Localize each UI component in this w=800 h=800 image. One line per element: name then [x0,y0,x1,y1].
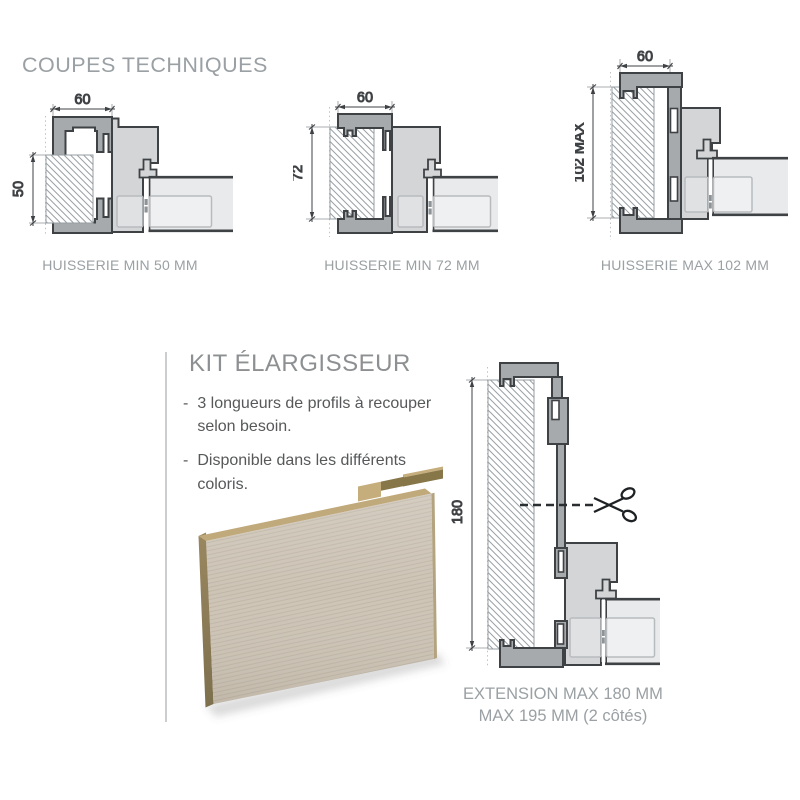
panel-left-edge [198,532,214,708]
dimension-72: 72 [293,124,330,222]
frame-profile-top [619,72,683,99]
cross-section-extension: 180 [450,362,660,668]
svg-text:60: 60 [637,49,653,65]
list-item: - Disponible dans les différents coloris… [183,452,407,493]
frame-body [391,126,442,233]
frame-profile-top [499,362,559,387]
wall-hatch [329,126,375,220]
svg-text:180: 180 [450,500,466,524]
svg-text:72: 72 [293,165,306,181]
dimension-102max: 102 MAX [575,84,612,221]
frame-body [111,117,159,233]
caption-huisserie-102: HUISSERIE MAX 102 MM [600,257,770,273]
section-divider [165,352,167,722]
frame-profile-bottom [499,639,564,668]
panel-right-edge [431,492,437,659]
frame-profile-bottom [337,196,393,234]
wall-hatch [45,154,94,224]
frame-body [680,107,721,220]
panel-rear-lip-top [403,466,443,478]
frame-profile-top [337,113,393,151]
frame-profile-bottom [619,207,683,234]
panel-tongue-shadow [381,476,404,491]
dimension-60: 60 [50,92,115,116]
wall-hatch [487,379,535,650]
svg-text:102 MAX: 102 MAX [575,122,588,182]
scissors-icon [593,487,638,523]
dimension-180: 180 [450,377,488,651]
cross-section-huisserie-72: 60 72 [293,90,498,237]
svg-text:60: 60 [74,92,90,108]
cross-section-huisserie-102: 60 102 MAX [575,49,788,240]
panel-face-shading [206,493,434,704]
kit-bullets: - 3 longueurs de profils à recouper selo… [183,392,455,507]
wood-extension-panel [198,466,446,717]
frame-edge-strip [667,86,682,220]
svg-text:50: 50 [11,181,27,197]
extension-profile [547,376,569,649]
list-item: - 3 longueurs de profils à recouper selo… [183,395,432,436]
door-leaf [712,156,788,217]
panel-rear-lip [403,469,443,487]
door-leaf [605,597,660,666]
panel-tongue [358,481,381,502]
svg-text:60: 60 [357,90,373,106]
dimension-60: 60 [617,49,673,72]
dimension-60: 60 [335,90,395,113]
caption-huisserie-72: HUISSERIE MIN 72 MM [324,257,480,273]
wall-hatch [611,86,655,219]
extension-caption: EXTENSION MAX 180 MM MAX 195 MM (2 côtés… [463,685,663,725]
dimension-50: 50 [11,152,46,226]
hinge-plate-frame [116,195,144,228]
cross-section-huisserie-50: 60 50 [11,92,233,234]
kit-title: KIT ÉLARGISSEUR [189,350,411,377]
hinge-plate-door [148,195,213,228]
page-title: COUPES TECHNIQUES [22,53,268,77]
panel-top-edge [198,488,432,541]
caption-huisserie-50: HUISSERIE MIN 50 MM [42,257,198,273]
